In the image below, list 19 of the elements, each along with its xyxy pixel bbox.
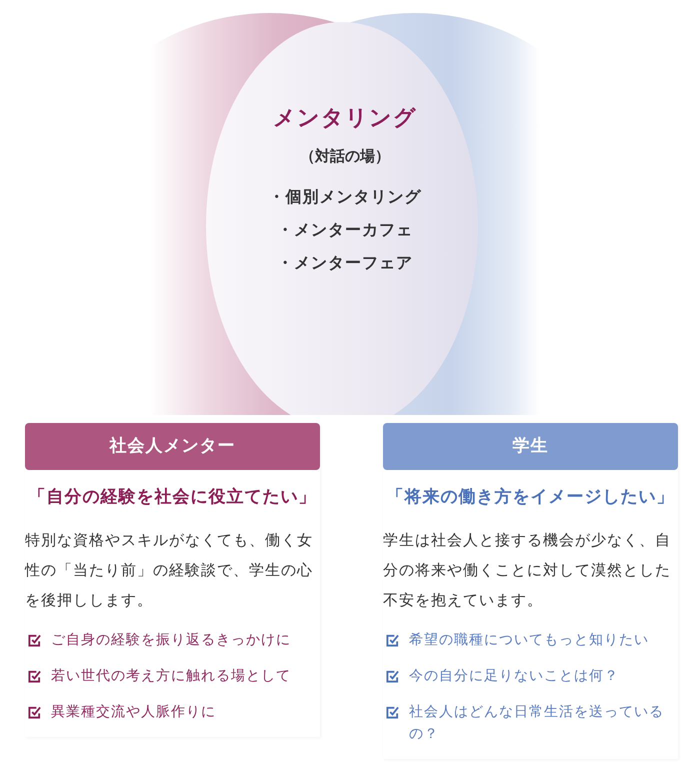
checklist-item: ご自身の経験を振り返るきっかけに bbox=[51, 631, 292, 650]
info-card bbox=[25, 423, 320, 737]
venn-subtitle: （対話の場） bbox=[300, 146, 390, 167]
checklist-item: 異業種交流や人脈作りに bbox=[51, 703, 217, 722]
body-text: 特別な資格やスキルがなくても、働く女性の「当たり前」の経験談で、学生の心を後押しします。 bbox=[25, 530, 314, 611]
card-header: 社会人メンター bbox=[25, 423, 320, 470]
checklist-item: 若い世代の考え方に触れる場として bbox=[51, 667, 292, 686]
venn-title: メンタリング bbox=[273, 105, 417, 133]
checklist-item: 今の自分に足りないことは何？ bbox=[409, 667, 620, 686]
checklist-item: 希望の職種についてもっと知りたい bbox=[409, 631, 650, 650]
info-card bbox=[383, 423, 678, 759]
card-header: 学生 bbox=[383, 423, 678, 470]
venn-list-item: ・個別メンタリング bbox=[268, 186, 422, 208]
venn-list-item: ・メンターカフェ bbox=[277, 219, 413, 241]
venn-list-item: ・メンターフェア bbox=[277, 252, 413, 274]
body-text: 学生は社会人と接する機会が少なく、自分の将来や働くことに対して漠然とした不安を抱えています。 bbox=[383, 530, 672, 611]
quote-text: 「将来の働き方をイメージしたい」 bbox=[386, 486, 674, 509]
quote-text: 「自分の経験を社会に役立てたい」 bbox=[28, 486, 316, 509]
checklist-item: 社会人はどんな日常生活を送っているの？ bbox=[409, 703, 665, 744]
